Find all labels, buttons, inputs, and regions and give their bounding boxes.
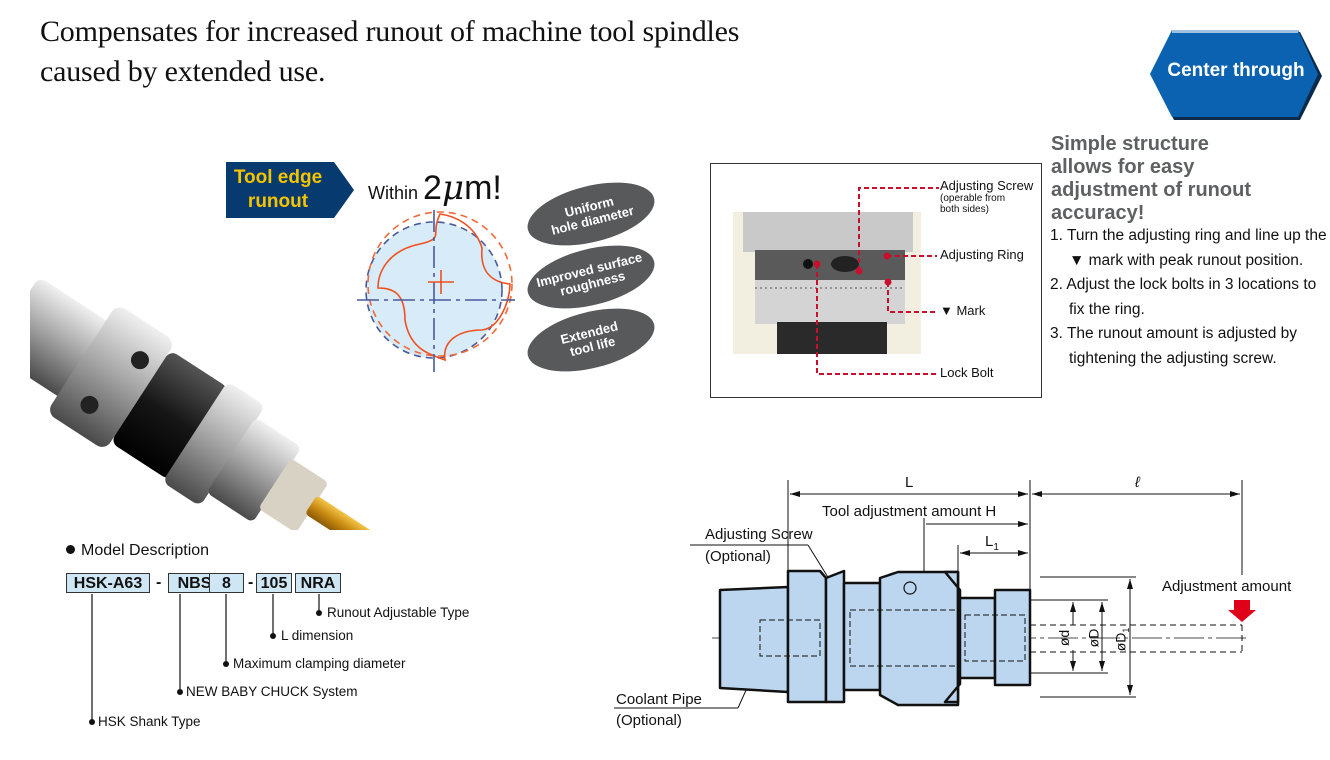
label-adjusting-screw-optional: (Optional) xyxy=(705,548,771,565)
code-separator: - xyxy=(156,574,162,591)
runout-cross-section-diagram xyxy=(350,210,520,372)
dim-tool-adjustment-amount-h: Tool adjustment amount H xyxy=(822,503,997,520)
callout-lock-bolt: Lock Bolt xyxy=(940,365,994,380)
dim-ell: ℓ xyxy=(1135,474,1140,491)
callout-adjusting-screw: Adjusting Screw (operable from both side… xyxy=(940,178,1034,215)
bullet-icon xyxy=(66,545,75,554)
tool-edge-runout-badge: Tool edge runout xyxy=(226,162,356,218)
arrow-badge-shape xyxy=(226,162,354,218)
dim-od: ød xyxy=(1056,629,1073,647)
label-coolant-pipe: Coolant Pipe xyxy=(616,691,702,708)
tool-edge-runout-label: Tool edge runout xyxy=(226,166,330,214)
label-coolant-pipe-optional: (Optional) xyxy=(616,712,682,729)
adjustment-photo-panel: Adjusting Screw (operable from both side… xyxy=(710,163,1042,398)
label-adjusting-screw: Adjusting Screw xyxy=(705,526,813,543)
dim-oD1: øD1 xyxy=(1112,627,1132,652)
model-leader-lines xyxy=(89,594,322,725)
code-hsk-a63: HSK-A63 xyxy=(66,573,150,593)
label-adjustment-amount: Adjustment amount xyxy=(1162,578,1292,595)
within-runout-value: Within 2μm! xyxy=(368,168,502,208)
within-prefix: Within xyxy=(368,183,419,203)
dim-L: L xyxy=(905,474,914,491)
dim-oD: øD xyxy=(1085,628,1102,648)
adjustment-steps-list: 1. Turn the adjusting ring and line up t… xyxy=(1050,224,1330,371)
dim-L1: L1 xyxy=(985,533,999,553)
center-through-badge: Center through xyxy=(1150,30,1322,122)
desc-hsk-shank-type: HSK Shank Type xyxy=(98,714,201,729)
within-unit-rest: m! xyxy=(464,169,502,207)
headline-line-2: caused by extended use. xyxy=(40,55,326,88)
code-separator: - xyxy=(248,574,254,591)
within-number: 2 xyxy=(423,169,442,207)
badge-line-1: Tool edge xyxy=(233,167,323,188)
hexagon-badge-shape xyxy=(1150,30,1322,120)
code-nbs: NBS xyxy=(168,573,221,593)
callout-mark: ▼ Mark xyxy=(940,303,986,318)
code-8: 8 xyxy=(209,573,244,593)
step-item: 1. Turn the adjusting ring and line up t… xyxy=(1050,227,1327,269)
headline: Compensates for increased runout of mach… xyxy=(40,12,739,92)
desc-new-baby-chuck-system: NEW BABY CHUCK System xyxy=(186,684,358,699)
desc-runout-adjustable-type: Runout Adjustable Type xyxy=(327,605,470,620)
code-105: 105 xyxy=(256,573,292,593)
center-through-label: Center through xyxy=(1167,60,1305,81)
callout-lines xyxy=(813,187,939,375)
step-item: 3. The runout amount is adjusted by tigh… xyxy=(1050,325,1298,367)
model-description-title: Model Description xyxy=(66,542,209,560)
badge-line-2: runout xyxy=(247,191,309,212)
within-unit-mu: μ xyxy=(441,168,465,208)
technical-drawing: L ℓ Tool adjustment amount H L1 Adjustin… xyxy=(600,470,1330,755)
callout-adjusting-ring: Adjusting Ring xyxy=(940,247,1024,262)
feature-heading: Simple structure allows for easy adjustm… xyxy=(1051,133,1251,224)
desc-l-dimension: L dimension xyxy=(281,628,354,643)
step-item: 2. Adjust the lock bolts in 3 locations … xyxy=(1050,276,1317,318)
headline-line-1: Compensates for increased runout of mach… xyxy=(40,15,740,48)
desc-max-clamping-diameter: Maximum clamping diameter xyxy=(233,656,406,671)
code-nra: NRA xyxy=(295,573,341,593)
